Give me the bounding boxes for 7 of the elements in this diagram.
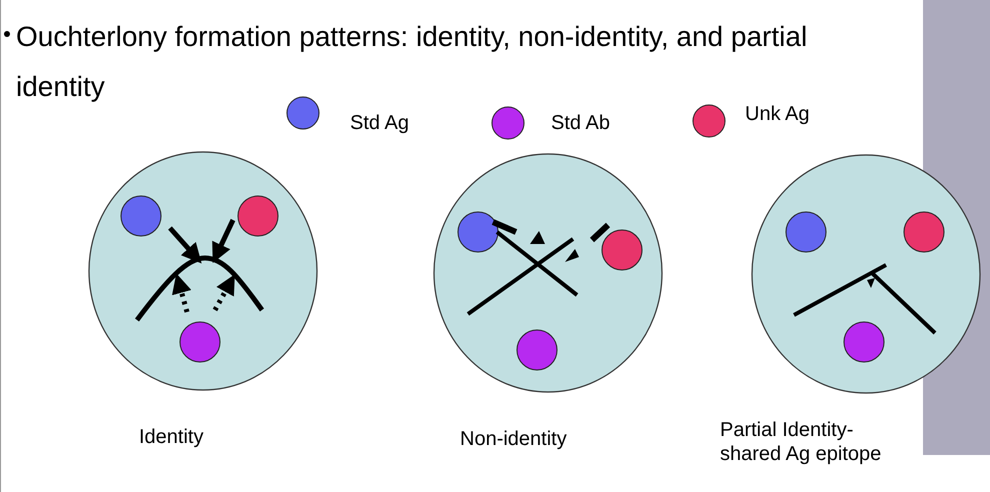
legend-label: Std Ag [350,112,409,135]
legend-label: Std Ab [551,112,610,135]
legend-label: Unk Ag [745,103,810,126]
plate-caption: Identity [139,425,204,449]
plate-caption: Non-identity [460,427,568,451]
slide-title: Ouchterlony formation patterns: identity, non-identity, and partial identity [16,20,808,104]
plate-caption: Partial Identity- shared Ag epitope [720,418,882,466]
